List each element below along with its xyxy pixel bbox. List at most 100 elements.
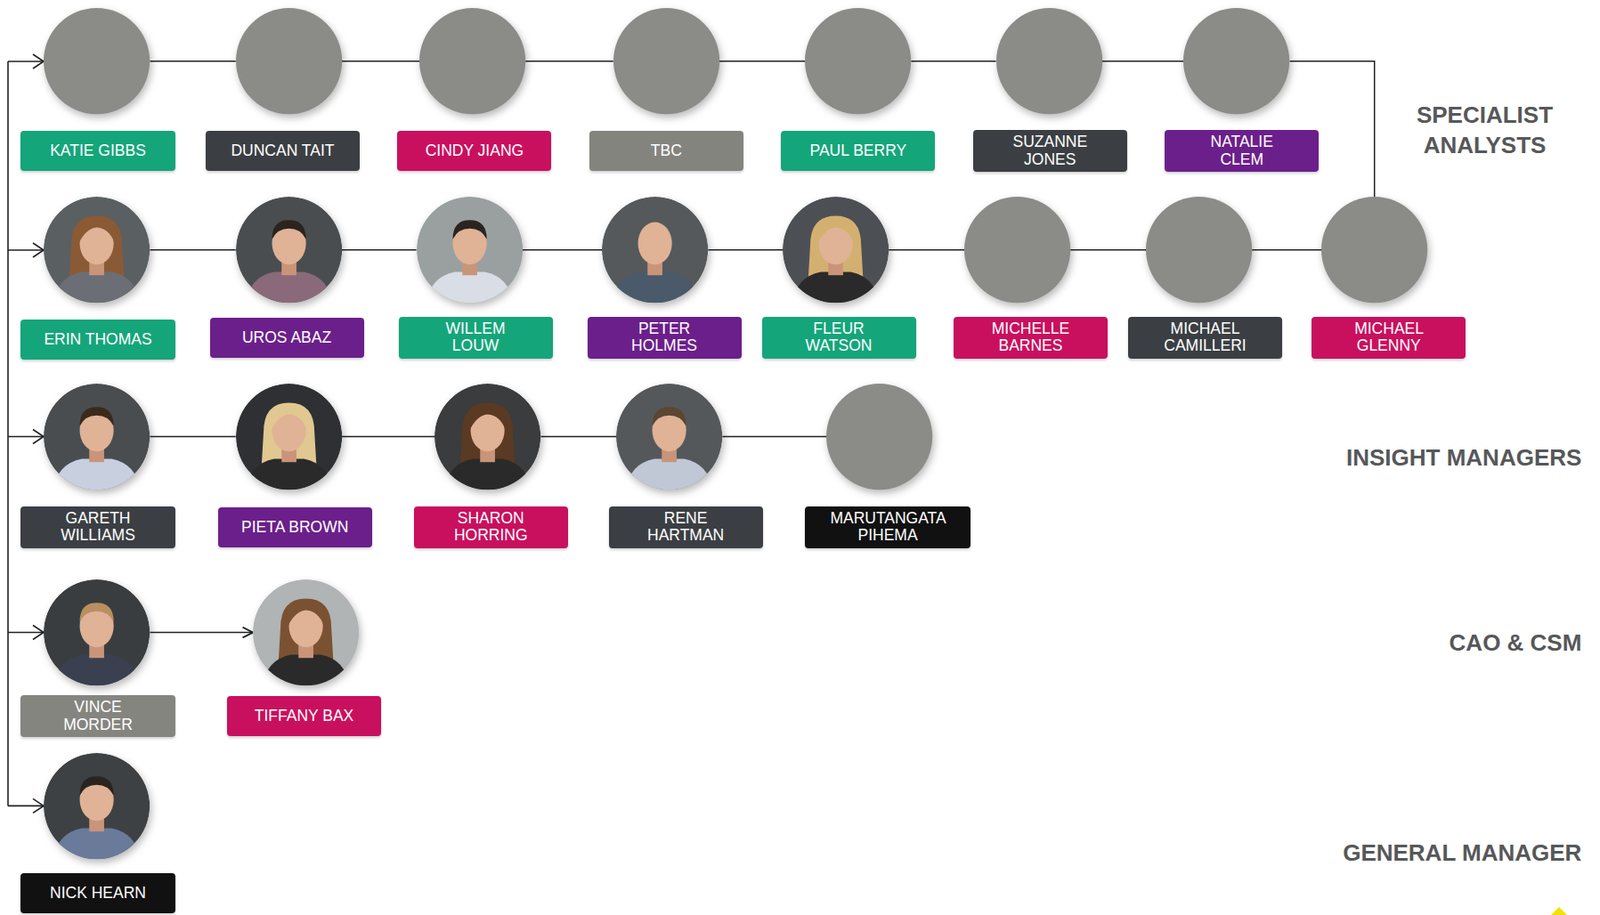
staff-name: WILLEM LOUW bbox=[445, 320, 505, 356]
staff-name: TBC bbox=[650, 142, 683, 160]
staff-photo bbox=[252, 579, 359, 686]
name-label: GARETH WILLIAMS bbox=[20, 506, 175, 549]
name-label: TIFFANY BAX bbox=[227, 696, 382, 737]
photo-placeholder bbox=[1183, 8, 1290, 114]
staff-name: PAUL BERRY bbox=[810, 142, 908, 160]
staff-name: ERIN THOMAS bbox=[43, 331, 152, 349]
staff-name: RENE HARTMAN bbox=[647, 510, 724, 545]
face bbox=[638, 222, 673, 266]
spine-branch bbox=[8, 249, 44, 252]
photo-placeholder bbox=[419, 8, 526, 114]
reporting-line bbox=[1102, 60, 1185, 63]
reporting-line bbox=[149, 60, 236, 63]
staff-card: CINDY JIANG bbox=[397, 8, 552, 171]
shoulders bbox=[263, 655, 349, 687]
hair bbox=[80, 776, 114, 796]
name-label: WILLEM LOUW bbox=[398, 316, 553, 359]
staff-card: GARETH WILLIAMS bbox=[20, 383, 175, 549]
staff-card: FLEUR WATSON bbox=[762, 196, 917, 358]
staff-photo bbox=[616, 383, 723, 490]
staff-photo bbox=[43, 579, 150, 686]
name-label: TBC bbox=[589, 130, 744, 171]
name-label: RENE HARTMAN bbox=[609, 506, 764, 549]
staff-photo bbox=[43, 383, 150, 490]
staff-name: GARETH WILLIAMS bbox=[60, 510, 136, 545]
hair bbox=[808, 216, 864, 283]
staff-card: MICHELLE BARNES bbox=[953, 196, 1108, 358]
hair bbox=[80, 602, 114, 622]
staff-card: ERIN THOMAS bbox=[20, 196, 175, 360]
reporting-line bbox=[1070, 249, 1146, 252]
name-label: KATIE GIBBS bbox=[20, 130, 175, 171]
reporting-line bbox=[149, 632, 253, 634]
portrait bbox=[43, 579, 150, 686]
placeholder-disc bbox=[1183, 8, 1290, 114]
reporting-line bbox=[1290, 61, 1375, 197]
staff-name: SHARON HORRING bbox=[454, 510, 528, 545]
portrait-ground bbox=[416, 196, 523, 303]
reporting-line bbox=[149, 249, 236, 252]
portrait bbox=[616, 383, 723, 490]
portrait-ground bbox=[782, 196, 889, 303]
placeholder-disc bbox=[1145, 196, 1252, 303]
name-label: PAUL BERRY bbox=[780, 130, 935, 171]
hair bbox=[271, 219, 306, 239]
reporting-line bbox=[722, 436, 827, 439]
placeholder-disc bbox=[826, 383, 933, 490]
shoulders bbox=[426, 272, 512, 304]
portrait bbox=[235, 196, 342, 303]
shoulders bbox=[246, 272, 332, 304]
staff-name: TIFFANY BAX bbox=[254, 707, 355, 725]
portrait bbox=[235, 383, 342, 490]
staff-card: VINCE MORDER bbox=[20, 579, 175, 738]
hair bbox=[469, 406, 506, 431]
photo-placeholder bbox=[964, 196, 1071, 303]
staff-name: VINCE MORDER bbox=[63, 698, 133, 734]
portrait bbox=[43, 383, 150, 490]
staff-name: PIETA BROWN bbox=[241, 519, 349, 537]
staff-name: MICHAEL GLENNY bbox=[1354, 320, 1423, 356]
portrait-ground bbox=[235, 383, 342, 490]
photo-placeholder bbox=[235, 8, 342, 114]
staff-card: TIFFANY BAX bbox=[227, 579, 382, 737]
spine-branch bbox=[8, 632, 44, 634]
name-label: NATALIE CLEM bbox=[1164, 129, 1319, 172]
hair bbox=[69, 216, 125, 283]
shoulders bbox=[54, 828, 139, 860]
photo-placeholder bbox=[826, 383, 933, 490]
arrow-head bbox=[32, 243, 44, 258]
portrait bbox=[416, 196, 523, 303]
hair bbox=[270, 406, 308, 431]
portrait-ground bbox=[601, 196, 708, 303]
portrait bbox=[43, 753, 150, 860]
photo-placeholder bbox=[43, 8, 150, 114]
staff-name: CINDY JIANG bbox=[425, 142, 525, 160]
arrow-head bbox=[32, 54, 44, 69]
portrait bbox=[43, 196, 150, 303]
staff-photo bbox=[601, 196, 708, 303]
staff-card: WILLEM LOUW bbox=[398, 196, 553, 358]
name-label: CINDY JIANG bbox=[397, 130, 552, 171]
staff-card: MARUTANGATA PIHEMA bbox=[804, 383, 971, 549]
staff-name: DUNCAN TAIT bbox=[230, 142, 334, 160]
portrait-ground bbox=[43, 579, 150, 686]
portrait bbox=[252, 579, 359, 686]
reporting-line bbox=[719, 60, 805, 63]
placeholder-disc bbox=[804, 8, 911, 114]
staff-name: KATIE GIBBS bbox=[49, 142, 147, 160]
name-label: NICK HEARN bbox=[20, 873, 175, 914]
hair bbox=[452, 219, 487, 239]
staff-card: MICHAEL GLENNY bbox=[1311, 196, 1466, 358]
name-label: PETER HOLMES bbox=[587, 316, 742, 359]
photo-placeholder bbox=[613, 8, 720, 114]
reporting-line bbox=[525, 60, 614, 63]
staff-card: TBC bbox=[589, 8, 744, 171]
placeholder-disc bbox=[964, 196, 1071, 303]
staff-card: PAUL BERRY bbox=[780, 8, 935, 171]
name-label: MARUTANGATA PIHEMA bbox=[804, 506, 971, 549]
staff-name: MICHAEL CAMILLERI bbox=[1163, 320, 1246, 356]
staff-name: MARUTANGATA PIHEMA bbox=[829, 510, 945, 545]
staff-card: NATALIE CLEM bbox=[1164, 8, 1319, 172]
shoulders bbox=[445, 459, 530, 491]
name-label: ERIN THOMAS bbox=[20, 319, 175, 360]
